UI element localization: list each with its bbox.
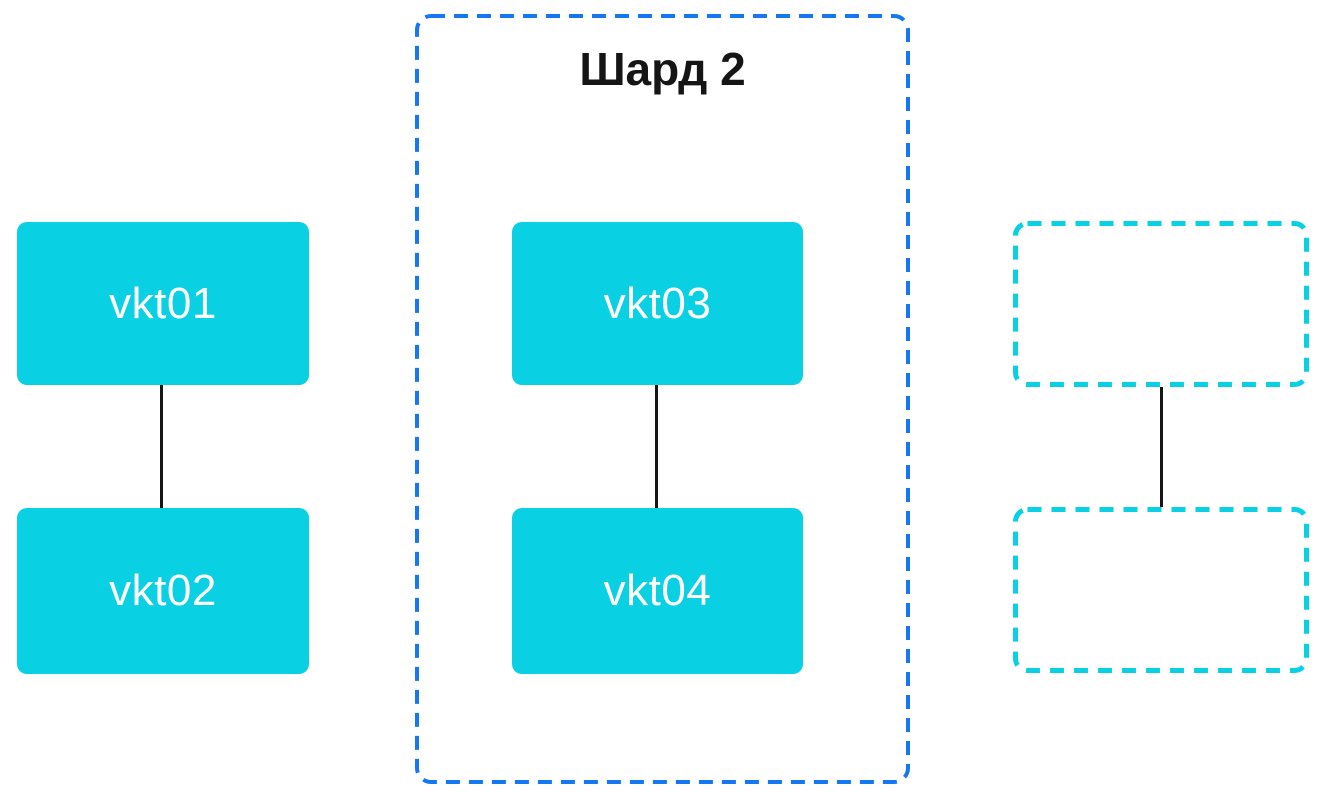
node-vkt03: vkt03 (512, 222, 803, 385)
connector-left-pair (160, 385, 163, 508)
placeholder-node-top-border (1013, 221, 1309, 387)
node-vkt04: vkt04 (512, 508, 803, 674)
placeholder-node-bottom-border (1013, 507, 1309, 673)
node-vkt02: vkt02 (17, 508, 309, 674)
shard-group-title: Шард 2 (579, 43, 746, 95)
connector-placeholder-pair (1160, 387, 1163, 507)
placeholder-node-bottom (1013, 507, 1309, 673)
connector-shard-pair (655, 385, 658, 508)
shard-group-frame-border (415, 14, 910, 784)
node-vkt01: vkt01 (17, 222, 309, 385)
placeholder-node-top (1013, 221, 1309, 387)
shard-group-frame (415, 14, 910, 784)
